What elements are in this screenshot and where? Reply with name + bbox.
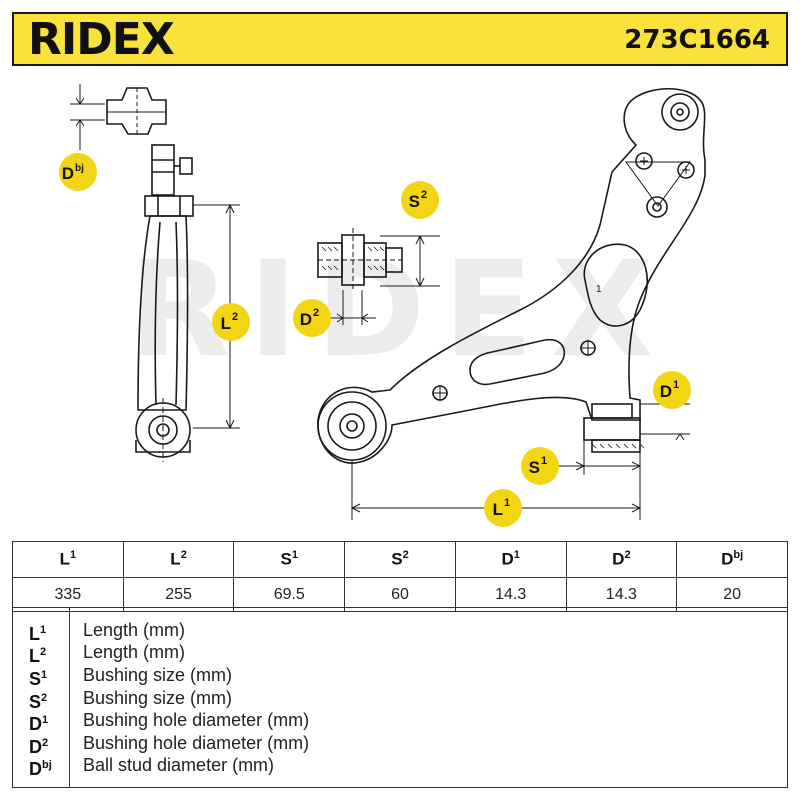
spec-header-d2: D2	[565, 541, 678, 578]
legend-item: S1 Bushing size (mm)	[29, 665, 233, 689]
svg-text:L: L	[221, 314, 231, 333]
legend: L1 Length (mm) L2 Length (mm) S1 Bushing…	[12, 607, 788, 788]
watermark-text: RIDEX	[129, 233, 671, 387]
svg-text:2: 2	[313, 307, 319, 319]
svg-text:1: 1	[673, 379, 679, 391]
callout-dbj: D bj	[59, 153, 97, 191]
callout-d1: D 1	[653, 371, 691, 409]
spec-value-l2: 255	[122, 577, 235, 612]
svg-text:bj: bj	[75, 163, 84, 174]
spec-value-d2: 14.3	[565, 577, 678, 612]
svg-text:S: S	[409, 192, 420, 211]
callout-s1: S 1	[521, 447, 559, 485]
spec-header-d1: D1	[454, 541, 567, 578]
legend-divider	[69, 608, 70, 787]
callout-l1: L 1	[484, 489, 522, 527]
part-number: 273C1664	[624, 25, 770, 55]
spec-header-s1: S1	[233, 541, 346, 578]
legend-item: Dbj Ball stud diameter (mm)	[29, 755, 275, 779]
legend-item: L1 Length (mm)	[29, 620, 186, 644]
header-bar: RIDEX 273C1664	[12, 12, 788, 66]
legend-item: D2 Bushing hole diameter (mm)	[29, 733, 310, 757]
callout-s2: S 2	[401, 181, 439, 219]
svg-text:2: 2	[421, 189, 427, 201]
arm-side-view	[106, 87, 194, 462]
spec-value-s1: 69.5	[233, 577, 346, 612]
svg-text:D: D	[62, 164, 74, 183]
spec-header-l1: L1	[12, 541, 124, 578]
svg-text:S: S	[529, 458, 540, 477]
callout-d2: D 2	[293, 299, 331, 337]
legend-item: D1 Bushing hole diameter (mm)	[29, 710, 310, 734]
spec-value-dbj: 20	[676, 577, 788, 612]
control-arm-plan-view	[317, 88, 706, 464]
callout-l2: L 2	[212, 303, 250, 341]
spec-table: L1 L2 S1 S2 D1 D2 Dbj 335 255 69.5 60 14…	[12, 541, 788, 612]
svg-text:D: D	[300, 310, 312, 329]
spec-header-s2: S2	[344, 541, 456, 578]
svg-text:D: D	[660, 382, 672, 401]
spec-value-l1: 335	[12, 577, 124, 612]
brand-logo: RIDEX	[28, 14, 175, 65]
svg-text:1: 1	[541, 455, 547, 467]
legend-item: L2 Length (mm)	[29, 642, 186, 666]
spec-value-d1: 14.3	[454, 577, 567, 612]
svg-text:L: L	[493, 500, 503, 519]
svg-text:1: 1	[504, 497, 510, 509]
svg-text:2: 2	[232, 311, 238, 323]
bushing-detail	[317, 228, 403, 292]
spec-header-dbj: Dbj	[676, 541, 788, 578]
spec-table-header-row: L1 L2 S1 S2 D1 D2 Dbj	[12, 541, 788, 578]
legend-item: S2 Bushing size (mm)	[29, 688, 233, 712]
spec-table-value-row: 335 255 69.5 60 14.3 14.3 20	[12, 577, 788, 612]
part-marker-label: 1	[596, 284, 602, 295]
spec-header-l2: L2	[122, 541, 235, 578]
technical-drawing: RIDEX	[59, 84, 706, 527]
